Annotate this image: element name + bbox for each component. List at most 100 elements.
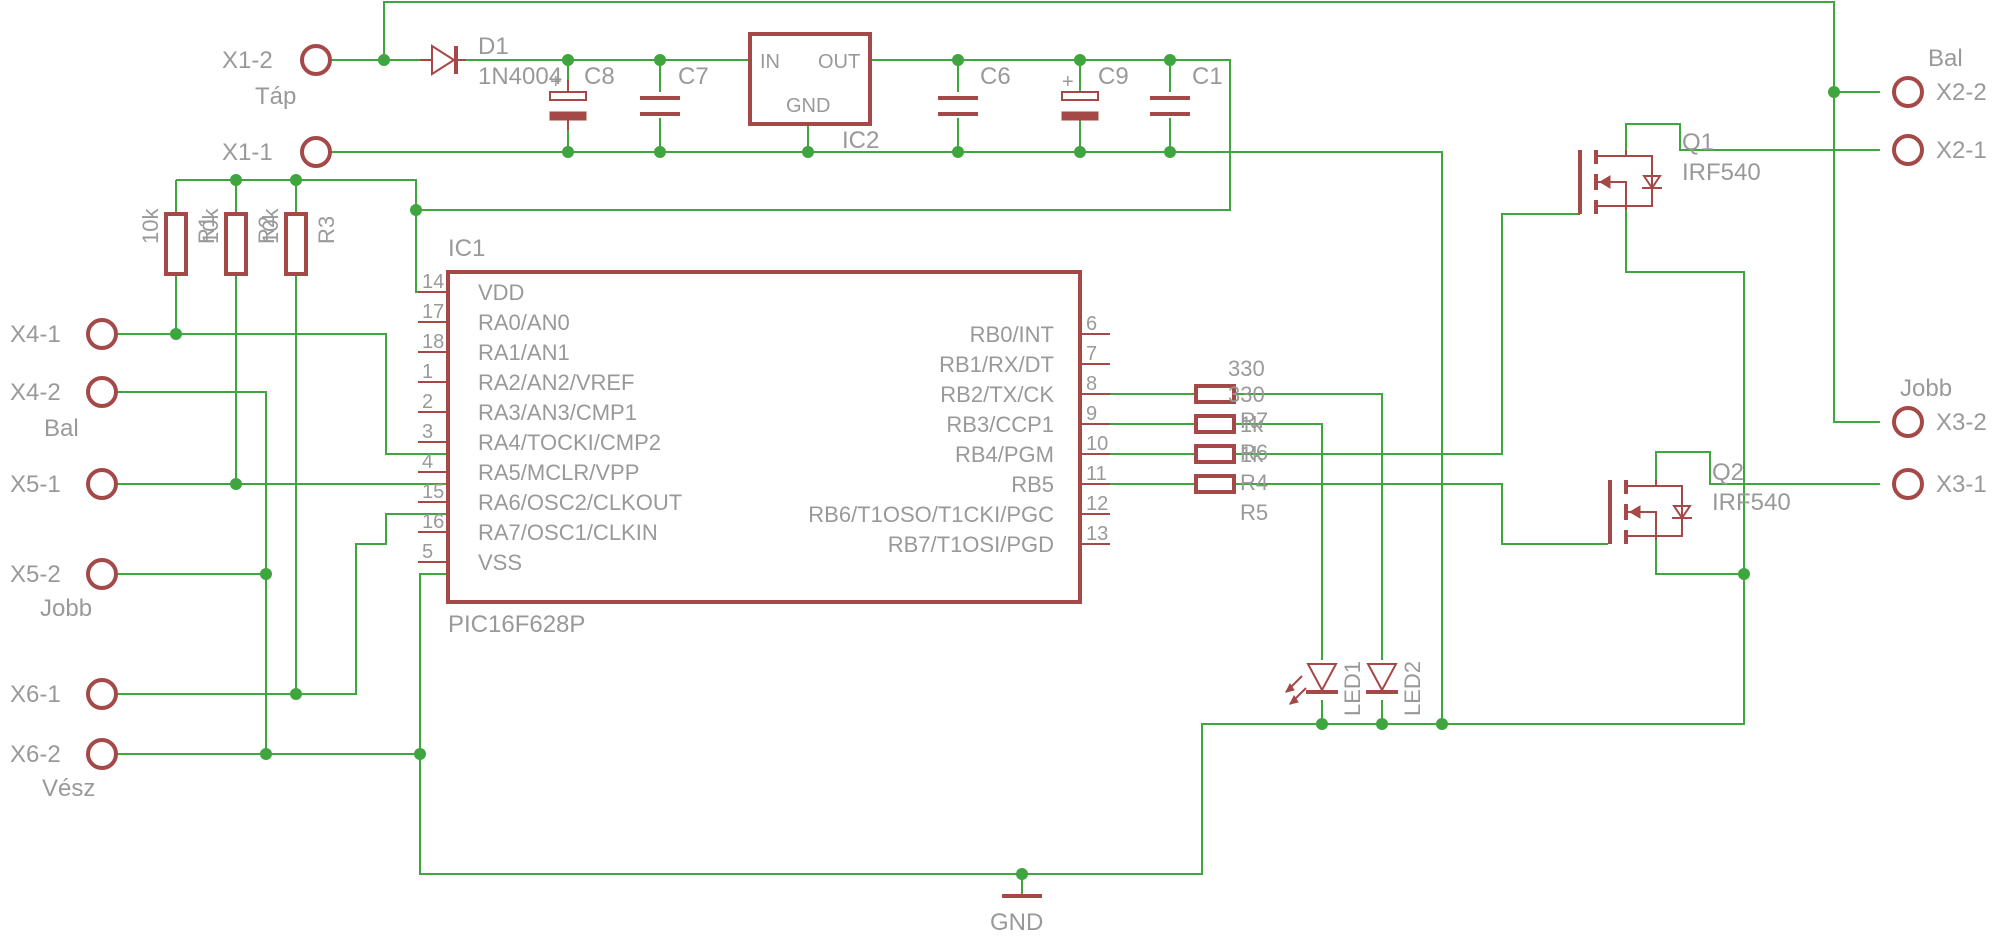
resistor-r4: 330 R4: [1194, 356, 1268, 495]
diode-d1: D1 1N4004: [420, 33, 562, 90]
r5-value: 330: [1228, 382, 1265, 407]
ic1-pin-15: 15 RA6/OSC2/CLKOUT: [418, 481, 682, 515]
pin-number: 15: [422, 481, 444, 503]
resistor-r7: 1k R7: [1194, 408, 1268, 494]
pin-number: 14: [422, 271, 444, 293]
ic1-pin-5: 5 VSS: [418, 541, 522, 575]
connector-x1-2[interactable]: X1-2 Táp: [222, 44, 384, 110]
capacitor-c6: C6: [938, 63, 1011, 116]
pin-label: RA6/OSC2/CLKOUT: [478, 490, 682, 515]
connector-x3-2[interactable]: X3-2 Jobb: [1892, 375, 1987, 438]
r2-value: 10k: [198, 208, 223, 244]
junctions: [170, 54, 1840, 880]
ic1-pin-14: 14 VDD: [418, 271, 524, 305]
r7-value: 1k: [1240, 442, 1264, 467]
connector-x6-2[interactable]: X6-2 Vész: [10, 738, 118, 802]
regulator-ic2: IN OUT GND IC2: [748, 32, 879, 154]
connector-label: X2-2: [1936, 79, 1987, 106]
c7-name: C7: [678, 63, 709, 90]
resistor-r3: 10k R3: [258, 208, 339, 276]
ic2-pin-gnd: GND: [786, 95, 830, 117]
mosfet-q2: Q2 IRF540: [1608, 459, 1791, 544]
resistor-r6: 1k R6: [1194, 412, 1268, 465]
r1-value: 10k: [138, 208, 163, 244]
pin-number: 4: [422, 451, 433, 473]
led1-name: LED1: [1340, 661, 1365, 716]
connector-x1-1[interactable]: X1-1: [222, 136, 440, 168]
ic2-pin-out: OUT: [818, 51, 860, 73]
ic1-right-pins: 6RB0/INT7RB1/RX/DT8RB2/TX/CK9RB3/CCP110R…: [808, 313, 1110, 557]
pin-label: RA5/MCLR/VPP: [478, 460, 639, 485]
pin-label: RB6/T1OSO/T1CKI/PGC: [808, 502, 1054, 527]
pin-number: 1: [422, 361, 433, 383]
connector-x2-2[interactable]: X2-2 Bal: [1892, 45, 1987, 108]
pin-label: RB5: [1011, 472, 1054, 497]
connector-x4-1[interactable]: X4-1: [10, 318, 118, 350]
r7-name: R7: [1240, 408, 1268, 433]
connector-label: X1-1: [222, 139, 273, 166]
r1-name: R1: [194, 216, 219, 244]
ic1-value: PIC16F628P: [448, 611, 585, 638]
connector-label: X3-1: [1936, 471, 1987, 498]
q2-name: Q2: [1712, 459, 1744, 486]
pin-label: RB4/PGM: [955, 442, 1054, 467]
connector-label: X2-1: [1936, 137, 1987, 164]
capacitor-c8: + C8: [549, 63, 615, 130]
connector-label: X4-2: [10, 379, 61, 406]
connector-x4-2[interactable]: X4-2 Bal: [10, 376, 118, 442]
connector-x3-1[interactable]: X3-1: [1892, 468, 1987, 500]
pin-label: RA0/AN0: [478, 310, 570, 335]
r3-value: 10k: [258, 208, 283, 244]
wires: [116, 1, 1880, 896]
connector-x5-1[interactable]: X5-1: [10, 468, 118, 500]
pin-label: VSS: [478, 550, 522, 575]
resistor-r5: 330 R5: [1194, 382, 1268, 525]
connector-label: X5-2: [10, 561, 61, 588]
connector-sublabel: Bal: [1928, 45, 1963, 72]
led-led1: LED1: [1285, 661, 1365, 716]
led2-name: LED2: [1400, 661, 1425, 716]
pin-label: VDD: [478, 280, 524, 305]
r6-name: R6: [1240, 440, 1268, 465]
connector-label: X4-1: [10, 321, 61, 348]
connector-x2-1[interactable]: X2-1: [1892, 134, 1987, 166]
pin-label: RA4/TOCKI/CMP2: [478, 430, 661, 455]
pin-label: RA1/AN1: [478, 340, 570, 365]
ic1-pin-4: 4 RA5/MCLR/VPP: [418, 451, 639, 485]
r4-name: R4: [1240, 470, 1268, 495]
connector-x6-1[interactable]: X6-1: [10, 678, 118, 710]
connectors: X1-2 Táp X1-1 X4-1 X4-2 Bal X5-1 X5-2 Jo…: [10, 44, 1987, 802]
connector-label: X5-1: [10, 471, 61, 498]
d1-name: D1: [478, 33, 509, 60]
capacitor-c9: + C9: [1061, 63, 1129, 121]
r5-name: R5: [1240, 500, 1268, 525]
resistor-r2: 10k R2: [198, 208, 279, 276]
pin-label: RB1/RX/DT: [939, 352, 1054, 377]
pin-label: RA3/AN3/CMP1: [478, 400, 637, 425]
connector-x5-2[interactable]: X5-2 Jobb: [10, 558, 118, 622]
connector-sublabel: Jobb: [40, 595, 92, 622]
connector-label: X1-2: [222, 47, 273, 74]
connector-label: X6-2: [10, 741, 61, 768]
pin-number: 5: [422, 541, 433, 563]
connector-label: X3-2: [1936, 409, 1987, 436]
pin-number: 6: [1086, 313, 1097, 335]
led-led2: LED2: [1366, 661, 1425, 716]
d1-value: 1N4004: [478, 63, 562, 90]
c1-name: C1: [1192, 63, 1223, 90]
r4-value: 330: [1228, 356, 1265, 381]
connector-sublabel: Bal: [44, 415, 79, 442]
ic2-name: IC2: [842, 127, 879, 154]
pin-number: 8: [1086, 373, 1097, 395]
